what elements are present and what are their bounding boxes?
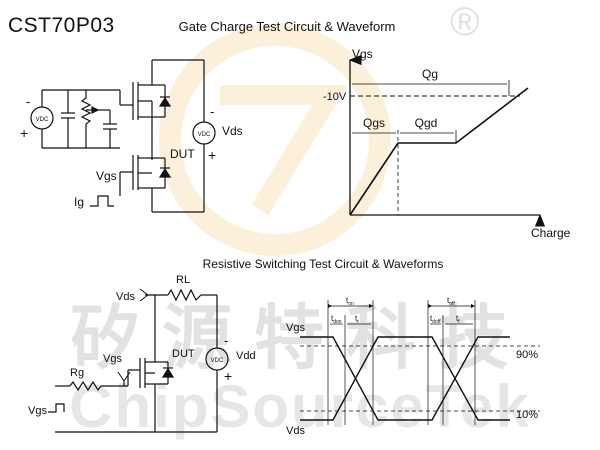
switching-waveform [300,300,540,425]
sw-rl-label: RL [176,274,190,286]
part-number: CST70P03 [8,14,115,37]
registered-mark: ® [450,0,480,44]
gc-wave-level: -10V [323,91,347,103]
sw-wave-10: 10% [516,409,538,421]
gc-wave-yaxis: Vgs [352,47,373,61]
gate-charge-circuit [30,59,216,213]
vdc-left-label: VDC [36,117,49,123]
sw-wave-vds: Vds [286,425,305,437]
gc-ig-label: Ig [74,195,84,209]
gc-wave-xaxis: Charge [531,226,571,240]
gc-minus-left: - [26,94,30,109]
gc-vds-label: Vds [222,124,243,138]
gate-charge-title: Gate Charge Test Circuit & Waveform [179,19,396,34]
sw-minus: - [224,333,228,348]
gc-minus-right: - [210,104,214,119]
switching-title: Resistive Switching Test Circuit & Wavef… [203,257,444,271]
gc-vgs-label: Vgs [96,169,117,183]
sw-vgs-source-label: Vgs [28,405,47,417]
gc-wave-qgd: Qgd [415,116,438,130]
sw-vdc-label: VDC [211,358,224,364]
t-on-label: ton [346,296,354,307]
sw-vdd-label: Vdd [236,350,256,362]
sw-wave-vgs: Vgs [286,322,305,334]
sw-wave-90: 90% [516,349,538,361]
timing-labels: ton tdon tr toff tdoff tf [331,296,460,325]
watermark-chinese: 矽源特科技 [70,296,530,379]
sw-rg-label: Rg [70,367,84,379]
t-don-label: tdon [331,314,342,325]
gate-charge-waveform [348,54,546,227]
t-f-label: tf [456,314,460,325]
vdc-right-label: VDC [198,132,211,138]
sw-plus: + [224,368,232,384]
gc-plus-right: + [208,147,216,163]
gc-dut-label: DUT [170,147,195,161]
gc-plus-left: + [20,125,28,141]
gc-wave-qgs: Qgs [363,116,385,130]
t-doff-label: tdoff [430,314,441,325]
sw-dut-label: DUT [172,348,195,360]
switching-circuit [48,288,229,433]
gc-wave-qg: Qg [422,67,438,81]
t-off-label: toff [447,296,455,307]
watermark-logo [159,24,391,256]
sw-vds-label: Vds [116,291,135,303]
sw-vgs-label: Vgs [103,353,122,365]
t-r-label: tr [355,314,359,325]
